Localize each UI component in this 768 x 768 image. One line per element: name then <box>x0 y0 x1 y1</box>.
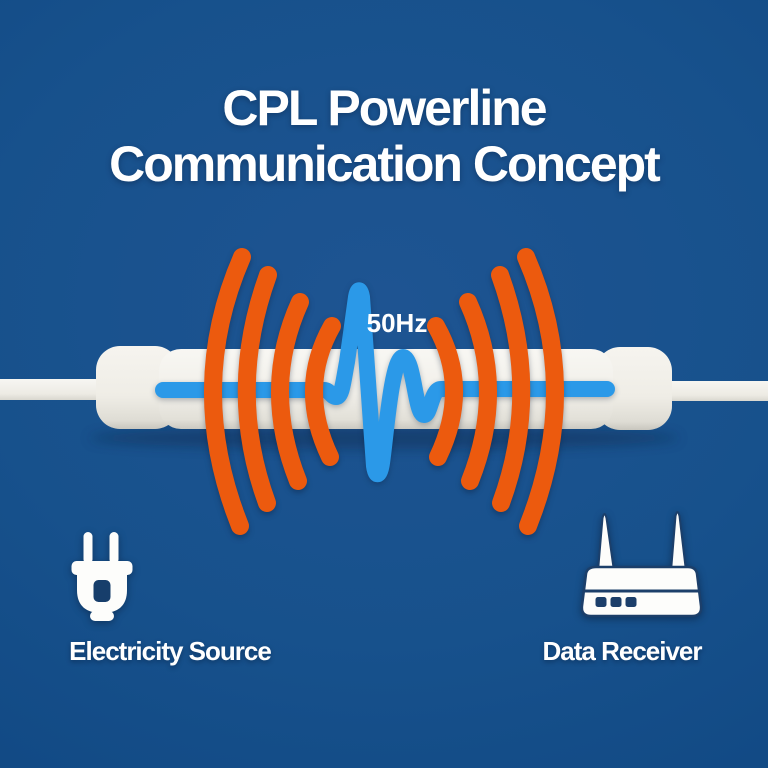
cable-connector-right <box>596 347 672 430</box>
title-line-2: Communication Concept <box>109 135 661 192</box>
power-plug-icon <box>71 532 133 621</box>
plug-socket-hole <box>93 580 111 602</box>
router-port-3 <box>625 597 637 607</box>
arc-left-inner <box>305 317 341 466</box>
signal-waveform <box>155 282 615 483</box>
arc-left-3 <box>271 293 309 490</box>
router-port-1 <box>595 597 607 607</box>
arc-right-3 <box>459 293 497 490</box>
data-receiver-label: Data Receiver <box>542 636 703 666</box>
router-port-2 <box>610 597 622 607</box>
page-title: CPL Powerline Communication Concept <box>0 80 768 192</box>
plug-prong-right <box>109 532 119 564</box>
electricity-source-label: Electricity Source <box>69 636 272 666</box>
cable-wire-right <box>666 381 768 401</box>
arc-right-outer <box>517 248 564 535</box>
router-antenna-left <box>597 513 615 572</box>
arc-right-inner <box>427 317 463 466</box>
frequency-label: 50Hz <box>367 308 428 338</box>
title-line-1: CPL Powerline <box>222 79 547 136</box>
plug-stem <box>90 611 114 621</box>
signal-arcs-right <box>427 248 564 535</box>
arc-left-outer <box>204 248 251 535</box>
arc-left-2 <box>237 266 277 512</box>
wifi-router-icon <box>580 511 703 618</box>
router-antenna-right <box>670 511 687 572</box>
plug-top-bar <box>71 561 133 575</box>
cable-wire-left <box>0 379 106 400</box>
signal-arcs-left <box>204 248 341 535</box>
cable-connector-left <box>96 346 179 429</box>
arc-right-2 <box>491 266 531 512</box>
plug-prong-left <box>83 532 93 564</box>
